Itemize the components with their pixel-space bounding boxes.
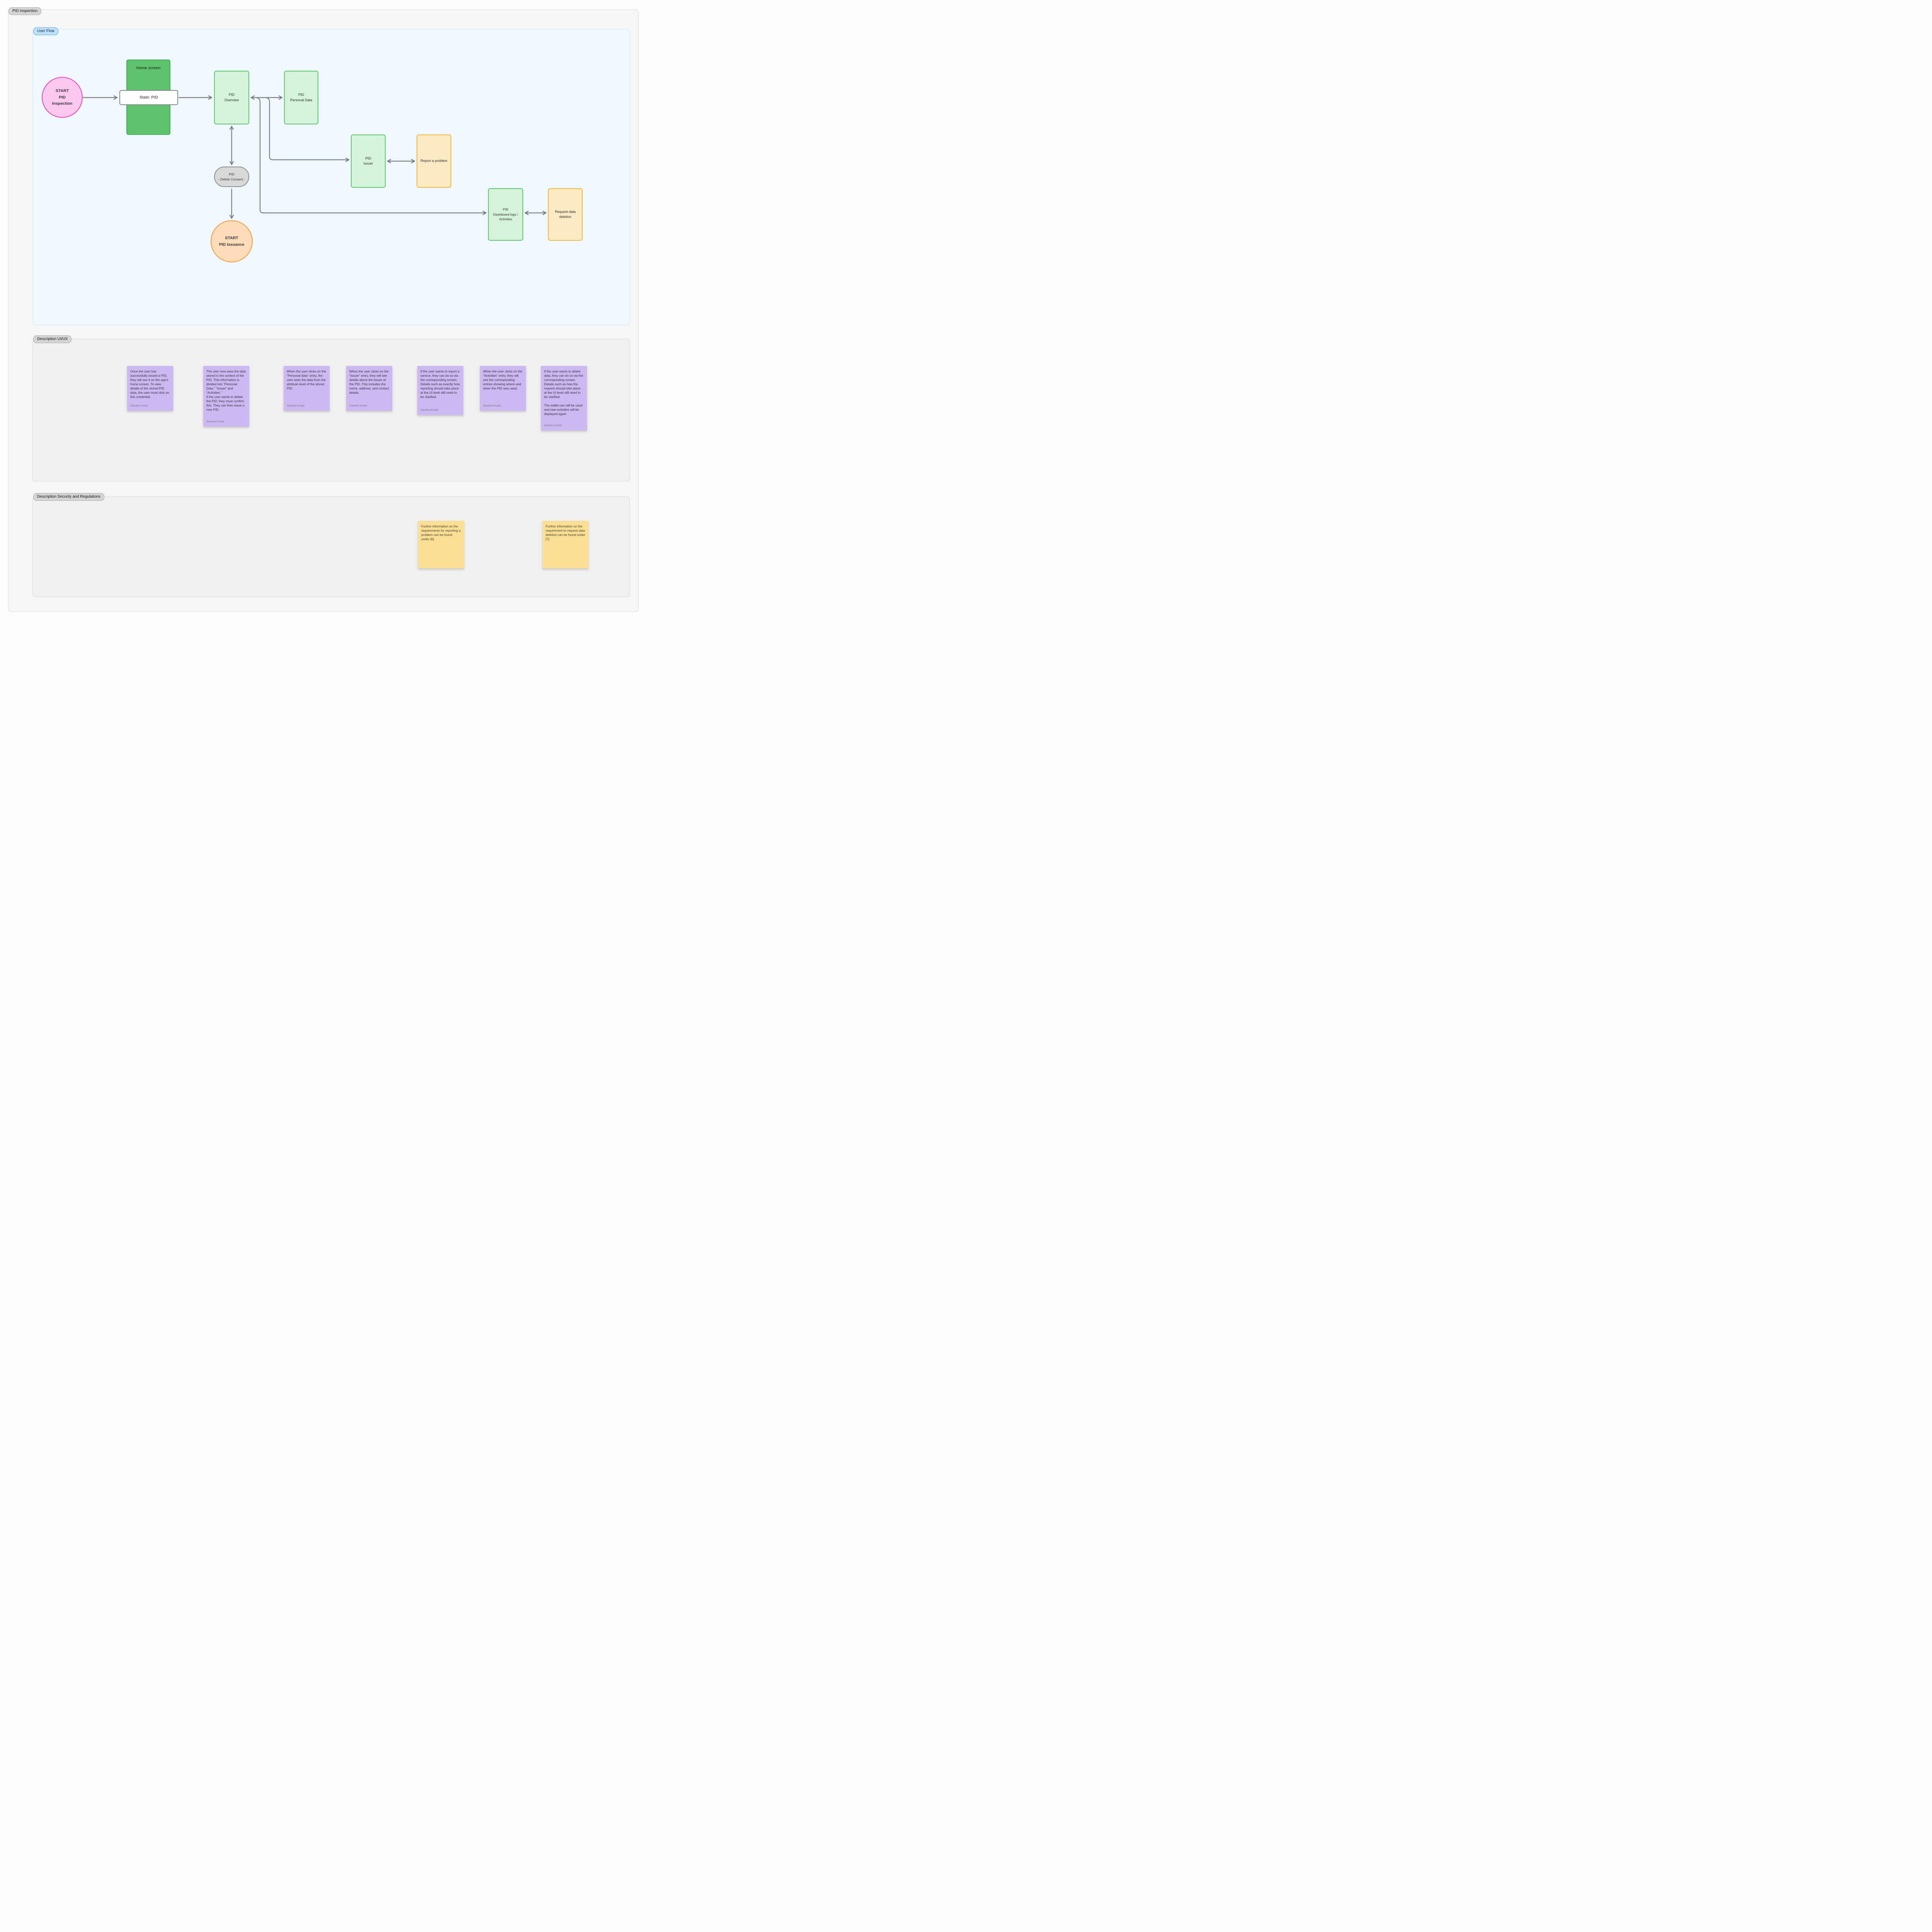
flow-node-request-data-deletion[interactable]: Request data deletion: [548, 188, 583, 241]
node-label-line: Home screen: [136, 66, 161, 70]
sticky-note-author: Sandra Kostic: [420, 408, 439, 412]
node-label-line: PID: [365, 156, 371, 160]
node-label-line: Dashboard logs /: [493, 212, 518, 216]
section-badge-description-security[interactable]: Description Security and Regulations: [33, 493, 104, 501]
node-label-line: Inspection: [52, 101, 73, 106]
node-label-line: PID: [59, 95, 66, 100]
section-badge-pid-inspection[interactable]: PID Inspection: [9, 7, 42, 15]
flow-node-pid-issuer[interactable]: PID Issuer: [351, 134, 386, 188]
flow-node-start-pid-inspection[interactable]: START PID Inspection: [42, 77, 83, 118]
sticky-note-text: If the user wants to delete data, they c…: [544, 369, 583, 416]
sticky-note-uiux-6[interactable]: When the user clicks on the “Activities”…: [480, 366, 526, 411]
node-label-line: - Delete Consent -: [218, 177, 245, 181]
sticky-note-text: If the user wants to report a service, t…: [420, 369, 460, 399]
sticky-note-uiux-5[interactable]: If the user wants to report a service, t…: [417, 366, 463, 415]
node-label-line: PID: [228, 93, 235, 97]
sticky-note-author: Sandra Kostic: [544, 423, 562, 427]
flow-node-pid-overview[interactable]: PID Overview: [214, 71, 249, 124]
node-label-line: Activities: [499, 217, 512, 221]
flow-node-pid-delete-consent[interactable]: PID - Delete Consent -: [214, 167, 249, 187]
sticky-note-text: When the user clicks on the “Issuer” ent…: [349, 369, 389, 395]
sticky-note-author: Sandra Kostic: [206, 420, 224, 423]
node-label-line: PID: [503, 207, 509, 211]
sticky-note-author: Sandra Kostic: [483, 404, 501, 408]
sticky-note-text: The user now sees the data stored in the…: [206, 369, 246, 412]
sticky-note-author: Sandra Kostic: [349, 404, 367, 408]
node-label-line: START: [55, 88, 69, 93]
sticky-note-uiux-7[interactable]: If the user wants to delete data, they c…: [541, 366, 587, 430]
section-user-flow: [32, 29, 630, 325]
node-label-line: PID: [229, 172, 235, 177]
sticky-note-text: Further information on the requirements …: [421, 524, 461, 541]
sticky-note-author: Sandra Kostic: [287, 404, 305, 408]
flow-node-state-pid[interactable]: State: PID: [119, 90, 178, 105]
flow-node-pid-personal-data[interactable]: PID Personal Data: [284, 71, 318, 124]
flow-node-report-a-problem[interactable]: Report a problem: [417, 134, 451, 188]
node-label-line: PID Issuance: [219, 242, 245, 247]
sticky-note-text: Further information on the requirement t…: [546, 524, 585, 541]
section-badge-description-uiux[interactable]: Description UI/UX: [33, 335, 72, 343]
node-label-line: deletion: [559, 215, 571, 219]
flow-node-start-pid-issuance[interactable]: START PID Issuance: [211, 220, 253, 262]
sticky-note-uiux-4[interactable]: When the user clicks on the “Issuer” ent…: [346, 366, 392, 411]
node-label-line: Request data: [555, 209, 576, 214]
section-description-uiux: [32, 339, 630, 481]
sticky-note-uiux-2[interactable]: The user now sees the data stored in the…: [203, 366, 249, 427]
node-label-line: PID: [298, 93, 304, 97]
sticky-note-text: When the user clicks on the “Activities”…: [483, 369, 522, 391]
sticky-note-author: Sandra Kostic: [130, 404, 148, 408]
sticky-note-security-2[interactable]: Further information on the requirement t…: [543, 521, 588, 568]
section-badge-user-flow[interactable]: User Flow: [33, 27, 59, 35]
sticky-note-text: Once the user has successfully issued a …: [130, 369, 169, 399]
sticky-note-uiux-3[interactable]: When the user clicks on the “Personal da…: [284, 366, 330, 411]
sticky-note-uiux-1[interactable]: Once the user has successfully issued a …: [127, 366, 173, 411]
node-label-line: Report a problem: [420, 159, 447, 163]
node-label-line: Issuer: [363, 162, 373, 165]
flow-node-pid-dashboard-logs[interactable]: PID Dashboard logs / Activities: [488, 188, 523, 241]
node-label-line: Personal Data: [290, 98, 313, 102]
node-label-line: Overview: [224, 98, 239, 102]
node-label-line: START: [225, 235, 238, 240]
sticky-note-text: When the user clicks on the “Personal da…: [287, 369, 326, 391]
section-description-security: [32, 497, 630, 597]
sticky-note-security-1[interactable]: Further information on the requirements …: [418, 521, 464, 568]
node-label-line: State: PID: [139, 95, 158, 100]
